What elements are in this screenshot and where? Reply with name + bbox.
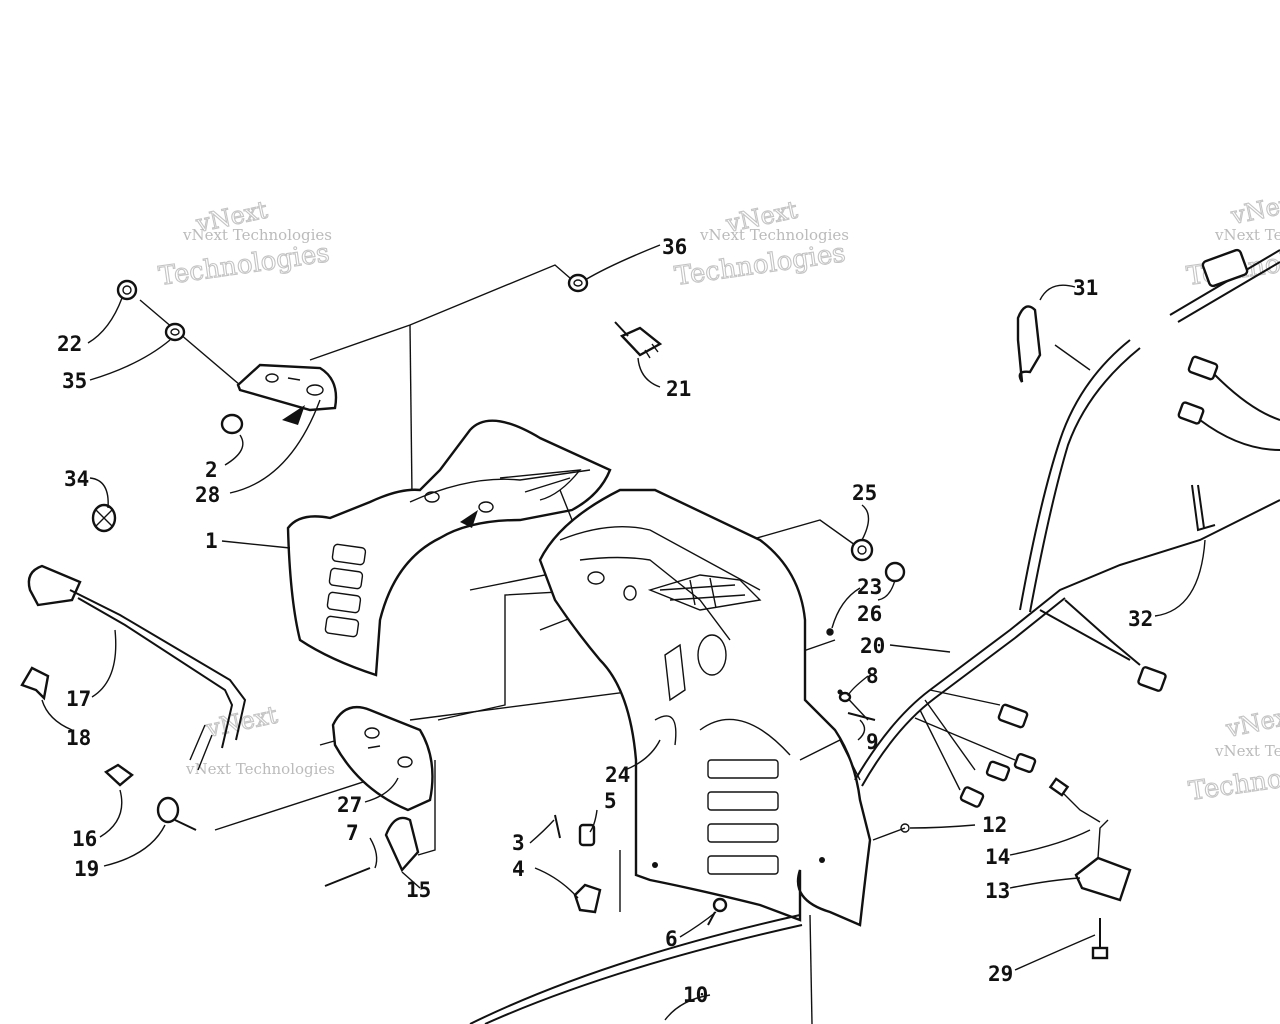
part-label: 35: [62, 369, 87, 393]
upper-bezel: [236, 363, 478, 528]
hardware-parts: [20, 273, 1132, 960]
watermark-text: vNext: [1228, 188, 1280, 231]
connector-icon: [997, 703, 1029, 729]
tie-strap-icon: [1016, 305, 1042, 383]
connector-icon: [1201, 248, 1249, 288]
nut-icon: [900, 823, 910, 833]
bracket-icon: [573, 883, 602, 914]
connector-icon: [1013, 752, 1037, 774]
part-label: 1: [205, 529, 218, 553]
screw-icon: [707, 897, 728, 926]
watermark-text: vNext Technologies: [1214, 742, 1280, 760]
watermark-text: Technologies: [1187, 753, 1280, 807]
part-label: 6: [665, 927, 678, 951]
clip-icon: [103, 763, 134, 787]
part-label: 20: [860, 634, 885, 658]
rivet-icon: [324, 867, 371, 887]
part-label: 10: [683, 983, 708, 1007]
screw-icon: [847, 712, 876, 721]
part-label: 23: [857, 575, 882, 599]
toggle-switch-icon: [614, 321, 663, 359]
part-label: 34: [64, 467, 89, 491]
wiring-harness: [27, 248, 1280, 1024]
bulb-icon: [554, 814, 561, 839]
watermark-text: vNext Technologies: [699, 226, 849, 244]
part-label: 26: [857, 602, 882, 626]
leader-lines: [41, 244, 1206, 1021]
bolt-icon: [1091, 918, 1109, 960]
part-label: 19: [74, 857, 99, 881]
connector-icon: [1187, 355, 1219, 381]
part-label: 5: [604, 789, 617, 813]
watermark-text: Technologies: [157, 238, 332, 292]
switch-icon: [156, 796, 197, 831]
part-label: 15: [406, 878, 431, 902]
clip-icon: [20, 666, 50, 701]
connector-icon: [1177, 401, 1205, 425]
watermark-text: vNext Technologies: [182, 226, 332, 244]
resistor-icon: [1074, 856, 1132, 902]
bracket-icon: [384, 816, 420, 873]
watermark-text: vNext: [1223, 701, 1280, 744]
arrow-icon: [282, 405, 305, 425]
nut-icon: [884, 561, 906, 583]
part-label: 28: [195, 483, 220, 507]
part-label: 16: [72, 827, 97, 851]
connector-icon: [27, 564, 82, 607]
watermark-text: Technologies: [673, 238, 848, 292]
part-label: 9: [866, 730, 879, 754]
console-panel: [286, 419, 612, 677]
part-label: 25: [852, 481, 877, 505]
part-label: 31: [1073, 276, 1098, 300]
watermark-text: vNext: [203, 701, 281, 744]
watermark-text: vNext Technologies: [185, 760, 335, 778]
part-label: 29: [988, 962, 1013, 986]
part-label: 32: [1128, 607, 1153, 631]
part-label: 22: [57, 332, 82, 356]
washer-icon: [838, 691, 852, 703]
connector-icon: [985, 760, 1011, 782]
part-label: 18: [66, 726, 91, 750]
part-label: 3: [512, 831, 525, 855]
part-label: 12: [982, 813, 1007, 837]
nut-icon: [850, 538, 874, 562]
part-label: 36: [662, 235, 687, 259]
plug-icon: [220, 413, 244, 435]
connector-icon: [959, 786, 985, 808]
arrow-icon: [460, 510, 478, 528]
washer-icon: [567, 273, 589, 293]
lower-bezel: [331, 705, 434, 812]
nut-icon: [116, 279, 138, 301]
part-label: 17: [66, 687, 91, 711]
washer-icon: [164, 322, 186, 342]
part-labels: 1 2 3 4 5 6 7 8 9 10 12 13 14 15 16 17 1…: [57, 235, 1153, 1007]
connector-icon: [1137, 666, 1167, 692]
part-label: 14: [985, 845, 1010, 869]
main-shroud: [538, 488, 872, 927]
part-label: 7: [346, 821, 359, 845]
part-label: 27: [337, 793, 362, 817]
part-label: 13: [985, 879, 1010, 903]
part-label: 24: [605, 763, 630, 787]
part-label: 2: [205, 458, 218, 482]
watermark-text: vNext Technologies: [1214, 226, 1280, 244]
part-label: 4: [512, 857, 525, 881]
part-label: 21: [666, 377, 691, 401]
part-label: 8: [866, 664, 879, 688]
